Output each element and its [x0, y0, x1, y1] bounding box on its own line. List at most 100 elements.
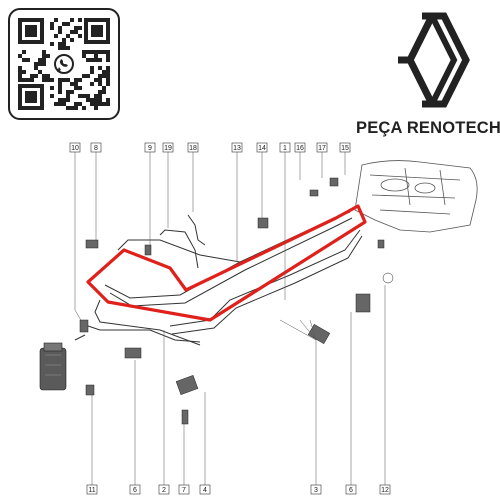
qr-module — [86, 94, 90, 98]
fuel-tank — [354, 160, 478, 233]
qr-module — [22, 58, 26, 62]
qr-module — [30, 74, 34, 78]
qr-module — [66, 34, 70, 38]
qr-module — [58, 42, 62, 46]
qr-module — [42, 58, 46, 62]
callout-3: 3 — [314, 487, 318, 494]
qr-module — [90, 98, 94, 102]
qr-module — [90, 50, 94, 54]
qr-module — [90, 70, 94, 74]
fuel-filter — [39, 342, 67, 391]
qr-module — [54, 102, 58, 106]
qr-module — [98, 50, 102, 54]
qr-module — [18, 74, 22, 78]
qr-module — [82, 74, 86, 78]
qr-module — [94, 78, 98, 82]
qr-module — [70, 106, 74, 110]
qr-pattern — [18, 18, 110, 110]
qr-module — [90, 66, 94, 70]
qr-module — [86, 74, 90, 78]
qr-module — [86, 98, 90, 102]
whatsapp-icon — [54, 54, 74, 74]
qr-module — [94, 98, 98, 102]
qr-module — [74, 78, 78, 82]
callouts-bottom: 11 6 2 7 4 3 6 12 — [86, 484, 391, 495]
qr-module — [74, 106, 78, 110]
qr-module — [58, 86, 62, 90]
qr-module — [66, 98, 70, 102]
qr-module — [98, 90, 102, 94]
qr-module — [102, 50, 106, 54]
qr-module — [62, 22, 66, 26]
qr-module — [78, 86, 82, 90]
callout-17: 17 — [318, 145, 326, 152]
qr-module — [66, 94, 70, 98]
qr-module — [62, 46, 66, 50]
qr-module — [98, 94, 102, 98]
qr-module — [58, 102, 62, 106]
qr-module — [50, 94, 54, 98]
qr-module — [82, 50, 86, 54]
qr-module — [74, 102, 78, 106]
qr-module — [102, 90, 106, 94]
qr-module — [98, 102, 102, 106]
callout-12: 12 — [381, 487, 389, 494]
qr-module — [106, 66, 110, 70]
qr-module — [74, 82, 78, 86]
qr-module — [106, 70, 110, 74]
qr-module — [22, 78, 26, 82]
callout-11: 11 — [88, 487, 95, 494]
highlight-outline — [86, 204, 367, 322]
callout-7: 7 — [182, 487, 186, 494]
qr-module — [50, 78, 54, 82]
qr-module — [38, 62, 42, 66]
qr-module — [62, 98, 66, 102]
qr-module — [98, 66, 102, 70]
qr-module — [42, 54, 46, 58]
callout-4: 4 — [203, 487, 207, 494]
qr-module — [42, 74, 46, 78]
qr-module — [42, 78, 46, 82]
qr-module — [66, 106, 70, 110]
qr-module — [102, 102, 106, 106]
qr-module — [82, 94, 86, 98]
callout-18: 18 — [189, 145, 197, 152]
qr-module — [94, 94, 98, 98]
qr-module — [54, 34, 58, 38]
qr-module — [18, 54, 22, 58]
callout-1: 1 — [283, 145, 287, 152]
qr-module — [58, 78, 62, 82]
qr-module — [106, 98, 110, 102]
leader-lines — [74, 150, 386, 485]
qr-module — [42, 50, 46, 54]
qr-module — [90, 102, 94, 106]
qr-module — [34, 62, 38, 66]
qr-module — [70, 38, 74, 42]
qr-module — [70, 18, 74, 22]
qr-module — [102, 74, 106, 78]
callout-6b: 6 — [349, 487, 353, 494]
qr-module — [30, 78, 34, 82]
callout-19: 19 — [164, 145, 172, 152]
qr-module — [98, 82, 102, 86]
qr-module — [26, 58, 30, 62]
qr-code[interactable] — [8, 8, 120, 120]
qr-module — [94, 50, 98, 54]
qr-module — [66, 78, 70, 82]
qr-module — [78, 26, 82, 30]
qr-module — [94, 102, 98, 106]
callout-15: 15 — [341, 145, 349, 152]
qr-module — [78, 102, 82, 106]
qr-module — [58, 26, 62, 30]
qr-module — [74, 26, 78, 30]
qr-module — [62, 78, 66, 82]
callout-9: 9 — [148, 145, 152, 152]
qr-module — [106, 58, 110, 62]
qr-module — [34, 74, 38, 78]
qr-module — [106, 74, 110, 78]
qr-module — [78, 18, 82, 22]
qr-module — [82, 54, 86, 58]
qr-module — [82, 106, 86, 110]
qr-module — [50, 42, 54, 46]
